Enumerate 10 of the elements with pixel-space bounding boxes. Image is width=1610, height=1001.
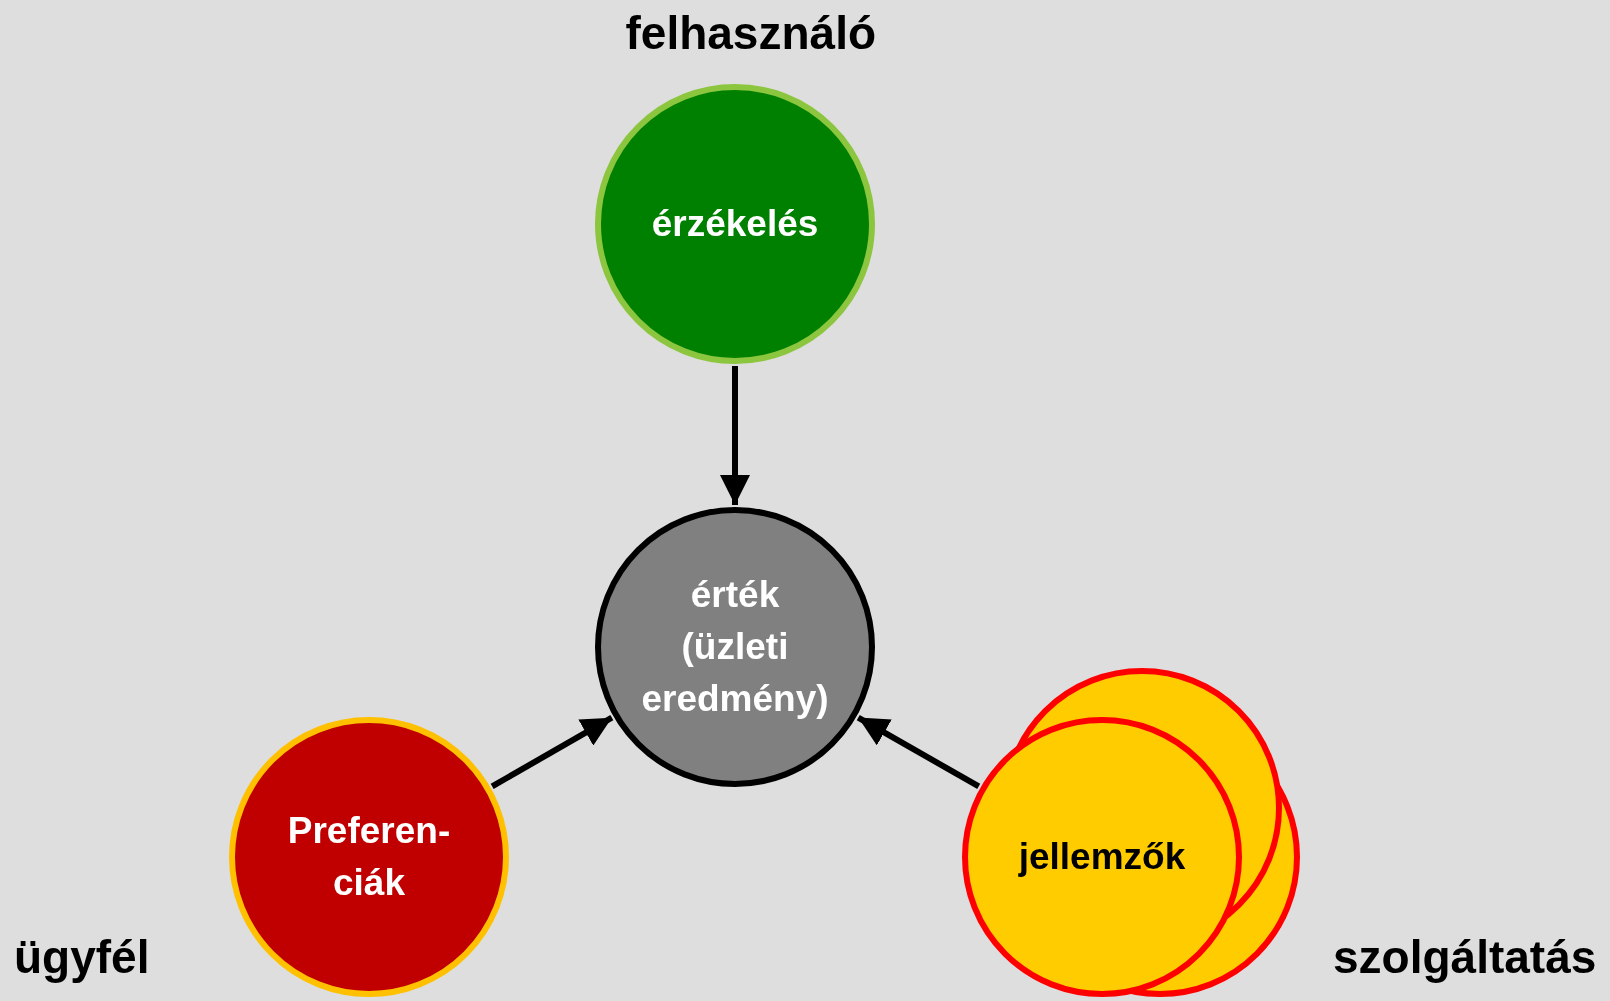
group-label: szolgáltatás [1333, 930, 1597, 984]
arrow [856, 714, 981, 790]
arrow [490, 715, 614, 789]
node-label: érték (üzleti eredmény) [640, 573, 830, 721]
group-label: felhasználó [625, 6, 876, 60]
arrow [720, 366, 750, 505]
node-label: Preferen- ciák [286, 809, 452, 905]
node-label: jellemzők [1018, 835, 1186, 880]
group-label: ügyfél [14, 930, 150, 984]
node-label: érzékelés [650, 202, 820, 247]
